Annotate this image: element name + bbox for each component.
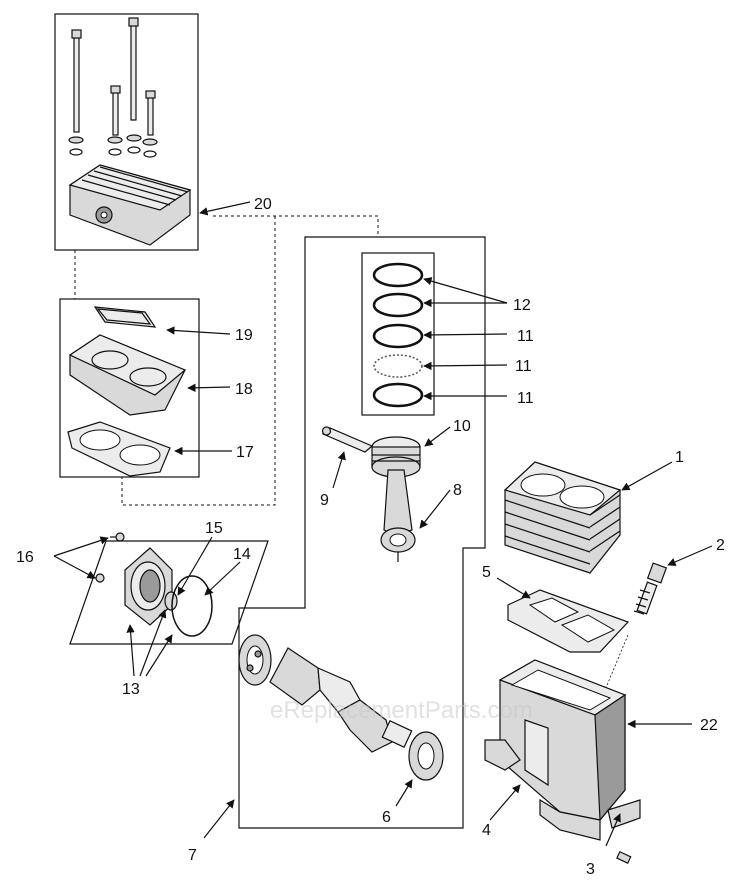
callout-21: 20 xyxy=(254,196,272,213)
piston-pin-part xyxy=(321,426,374,453)
callout-20: 19 xyxy=(235,327,253,344)
callout-13: 12 xyxy=(513,297,531,314)
cylinder-part xyxy=(503,461,622,574)
callout-15: 14 xyxy=(233,546,251,563)
callout-3: 3 xyxy=(586,861,595,878)
cylinder-head-part xyxy=(68,17,192,246)
callout-9: 9 xyxy=(320,492,329,509)
crankshaft-part xyxy=(238,634,444,781)
cylinder-head-box xyxy=(54,13,199,251)
breather-part xyxy=(604,562,668,691)
callout-6: 6 xyxy=(382,809,391,826)
callout-10: 10 xyxy=(453,418,471,435)
callout-17: 16 xyxy=(16,549,34,566)
callout-11-bottom: 11 xyxy=(517,390,534,407)
callout-19: 18 xyxy=(235,381,253,398)
watermark-text: eReplacementParts.com xyxy=(270,697,533,724)
callout-5: 5 xyxy=(482,564,491,581)
gasket-20-part xyxy=(93,306,157,328)
valve-plate-19-part xyxy=(68,334,187,416)
cylinder-gasket-part xyxy=(507,589,630,653)
drain-plug-part xyxy=(616,850,632,864)
callout-7: 7 xyxy=(188,847,197,864)
callout-14: 13 xyxy=(122,681,140,698)
callout-11-top: 11 xyxy=(517,328,534,345)
callout-18: 17 xyxy=(236,444,254,461)
leader-lines xyxy=(53,201,713,847)
callout-16: 15 xyxy=(205,520,223,537)
drive-assembly-outline xyxy=(238,236,486,829)
end-cover-part xyxy=(124,547,213,637)
piston-rings-part xyxy=(372,262,424,408)
cover-screws-part xyxy=(90,532,125,583)
dashed-connector-3 xyxy=(121,216,276,506)
callout-4: 4 xyxy=(482,822,491,839)
piston-rings-box xyxy=(361,252,435,416)
callout-1: 1 xyxy=(675,449,684,466)
dashed-connector-2 xyxy=(213,215,379,237)
crankcase-part xyxy=(484,659,641,841)
callout-22: 22 xyxy=(700,717,718,734)
gasket-18-part xyxy=(67,421,171,477)
piston-and-rod-part xyxy=(371,436,421,562)
callout-12: 11 xyxy=(515,358,532,375)
end-cover-plane xyxy=(69,540,269,645)
callout-2: 2 xyxy=(716,537,725,554)
callout-8: 8 xyxy=(453,482,462,499)
